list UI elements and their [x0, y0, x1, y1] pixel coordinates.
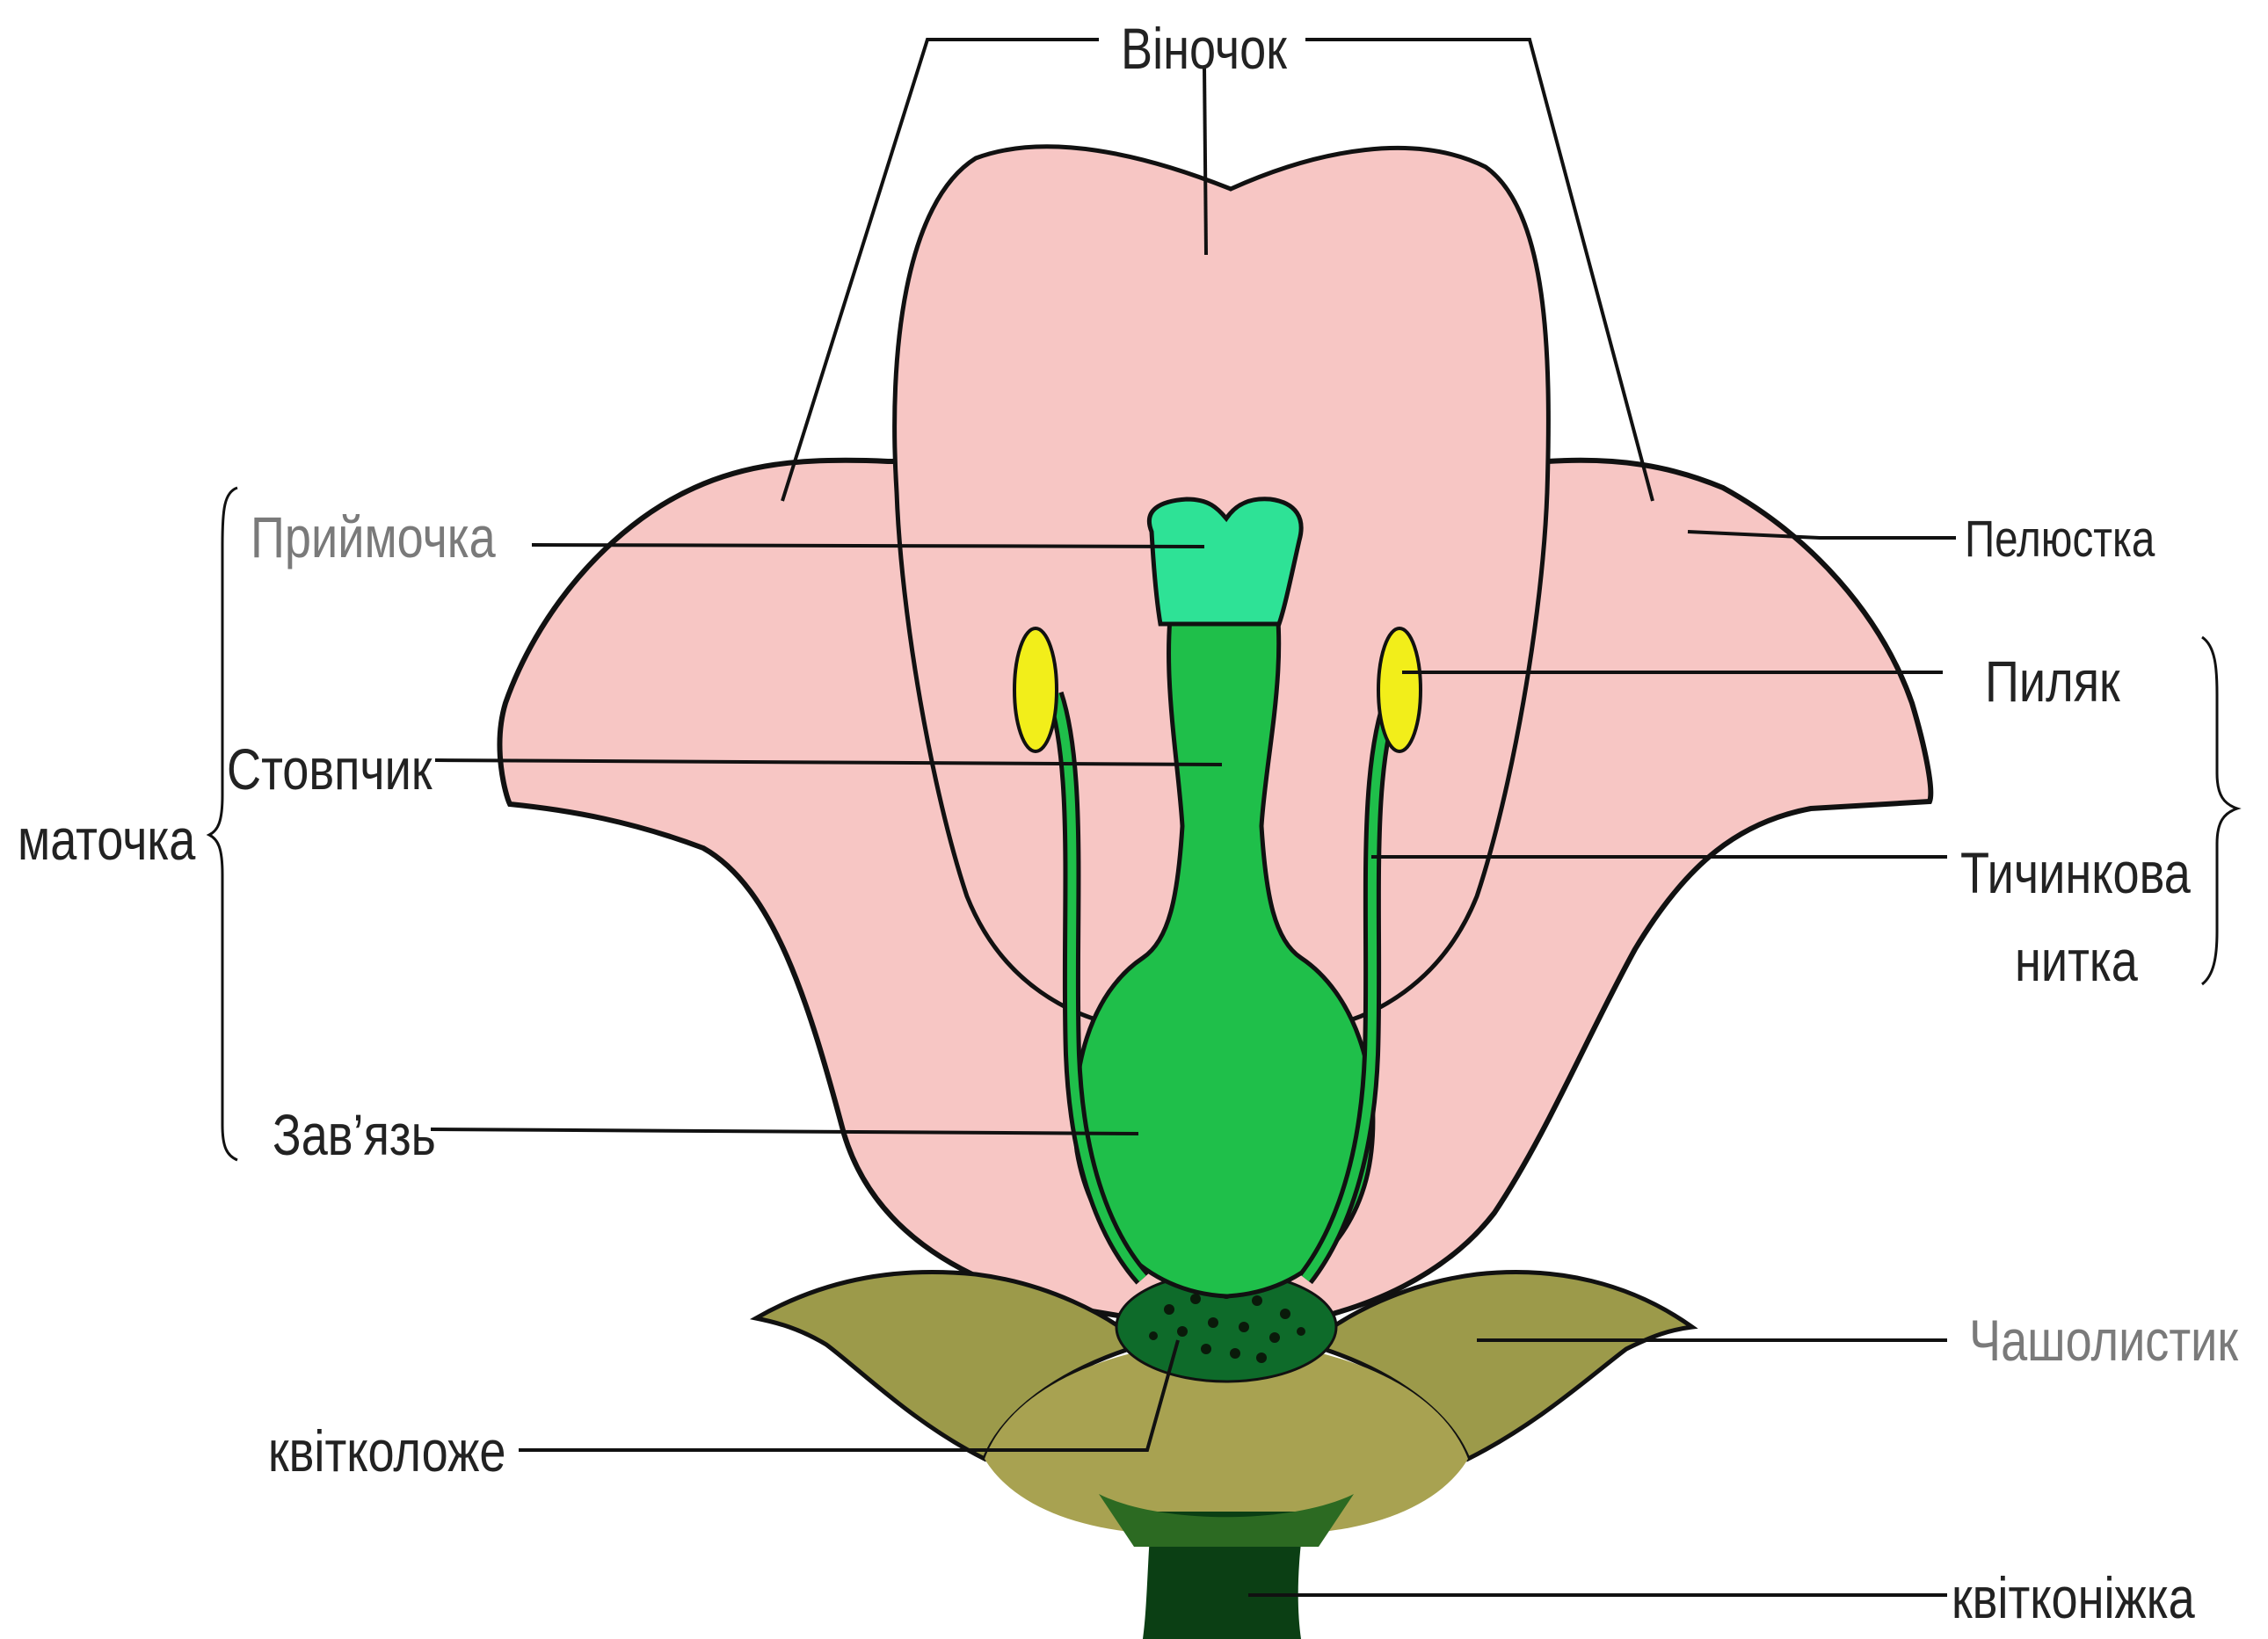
label-petal: Пелюстка: [1965, 514, 2155, 565]
label-stigma: Приймочка: [251, 508, 496, 566]
label-anther: Пиляк: [1985, 652, 2120, 710]
label-pistil: маточка: [18, 810, 195, 868]
anther-right: [1378, 628, 1421, 751]
leader-stigma: [532, 545, 1204, 547]
label-style: Стовпчик: [227, 740, 433, 798]
pistil-brace: [209, 488, 237, 1160]
label-filament-line2: нитка: [2015, 932, 2138, 990]
anther-left: [1014, 628, 1057, 751]
stigma: [1149, 499, 1301, 624]
label-corolla: Віночок: [1121, 19, 1287, 77]
label-ovary: Зав’язь: [273, 1106, 436, 1164]
label-filament-line1: Тичинкова: [1960, 844, 2191, 902]
stamen-brace: [2202, 637, 2237, 984]
label-pedicel: квітконіжка: [1952, 1569, 2195, 1627]
label-receptacle: квітколоже: [268, 1422, 505, 1480]
label-sepal: Чашолистик: [1969, 1311, 2238, 1369]
leader-corolla-center: [1204, 66, 1206, 255]
